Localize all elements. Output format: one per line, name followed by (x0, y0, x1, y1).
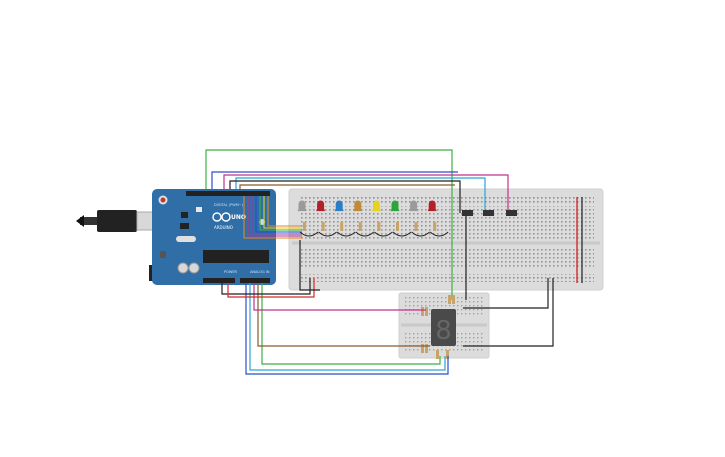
seven-segment-display[interactable]: 8 (431, 309, 456, 346)
led-ground-wire (429, 231, 449, 237)
power-header[interactable] (203, 278, 235, 283)
led-7[interactable] (409, 200, 418, 212)
led-resistor (321, 222, 325, 231)
led-resistor (377, 222, 381, 231)
wires-bottom[interactable] (221, 216, 554, 375)
display-resistor (421, 344, 424, 353)
led-ground-wire (411, 231, 430, 237)
led-resistor (414, 222, 418, 231)
analog-header[interactable] (240, 278, 270, 283)
usb-cable (97, 210, 137, 232)
seven-segment-digit: 8 (435, 316, 452, 346)
pushbutton-2[interactable] (483, 210, 494, 216)
digital-header[interactable] (186, 191, 270, 196)
display-resistor (421, 307, 424, 316)
display-resistor (448, 295, 451, 304)
led-2[interactable] (316, 200, 325, 212)
wire-black-top (229, 180, 461, 213)
power-label: POWER (224, 270, 238, 274)
led-6[interactable] (390, 200, 400, 212)
wire-blue-top (211, 171, 458, 196)
wire-cyan-top (235, 177, 486, 213)
led-resistor (340, 222, 344, 231)
main-breadboard[interactable] (288, 188, 604, 291)
led-resistor (396, 222, 399, 231)
brand-label: ARDUINO (214, 225, 233, 230)
arduino-board[interactable]: DIGITAL (PWM~) UNO ARDUINO POWER ANALOG … (76, 189, 276, 285)
display-resistor (425, 307, 428, 316)
arduino-logo: UNO ARDUINO (212, 212, 246, 230)
pushbutton-3[interactable] (506, 210, 517, 216)
led-ground-wire (318, 231, 337, 237)
wires-digital[interactable] (243, 196, 303, 239)
analog-label: ANALOG IN (250, 270, 270, 274)
led-8[interactable] (428, 200, 437, 212)
led-ground-wire (392, 231, 412, 237)
pushbuttons[interactable] (462, 210, 517, 216)
microcontroller-chip (203, 250, 269, 263)
led-1[interactable] (297, 200, 307, 212)
display-resistors (421, 295, 455, 359)
led-ground-wire (336, 231, 356, 237)
wire-magenta-top (223, 174, 509, 213)
led-resistor (358, 222, 362, 231)
led-resistors (299, 222, 449, 237)
display-resistor (452, 295, 455, 304)
pushbutton-1[interactable] (462, 210, 473, 216)
led-resistor (433, 222, 437, 231)
led-5[interactable] (372, 200, 381, 212)
display-resistor (446, 350, 449, 359)
digital-label: DIGITAL (PWM~) (214, 203, 244, 207)
led-ground-wire (299, 231, 319, 237)
led-row[interactable] (297, 200, 437, 212)
led-ground-wire (355, 231, 375, 237)
display-resistor (425, 344, 428, 353)
uno-label: UNO (231, 214, 246, 221)
led-4[interactable] (353, 200, 362, 212)
led-ground-wire (374, 231, 393, 237)
led-3[interactable] (335, 200, 344, 212)
usb-plug (80, 217, 98, 225)
led-resistor (303, 222, 306, 231)
display-resistor (436, 350, 439, 359)
